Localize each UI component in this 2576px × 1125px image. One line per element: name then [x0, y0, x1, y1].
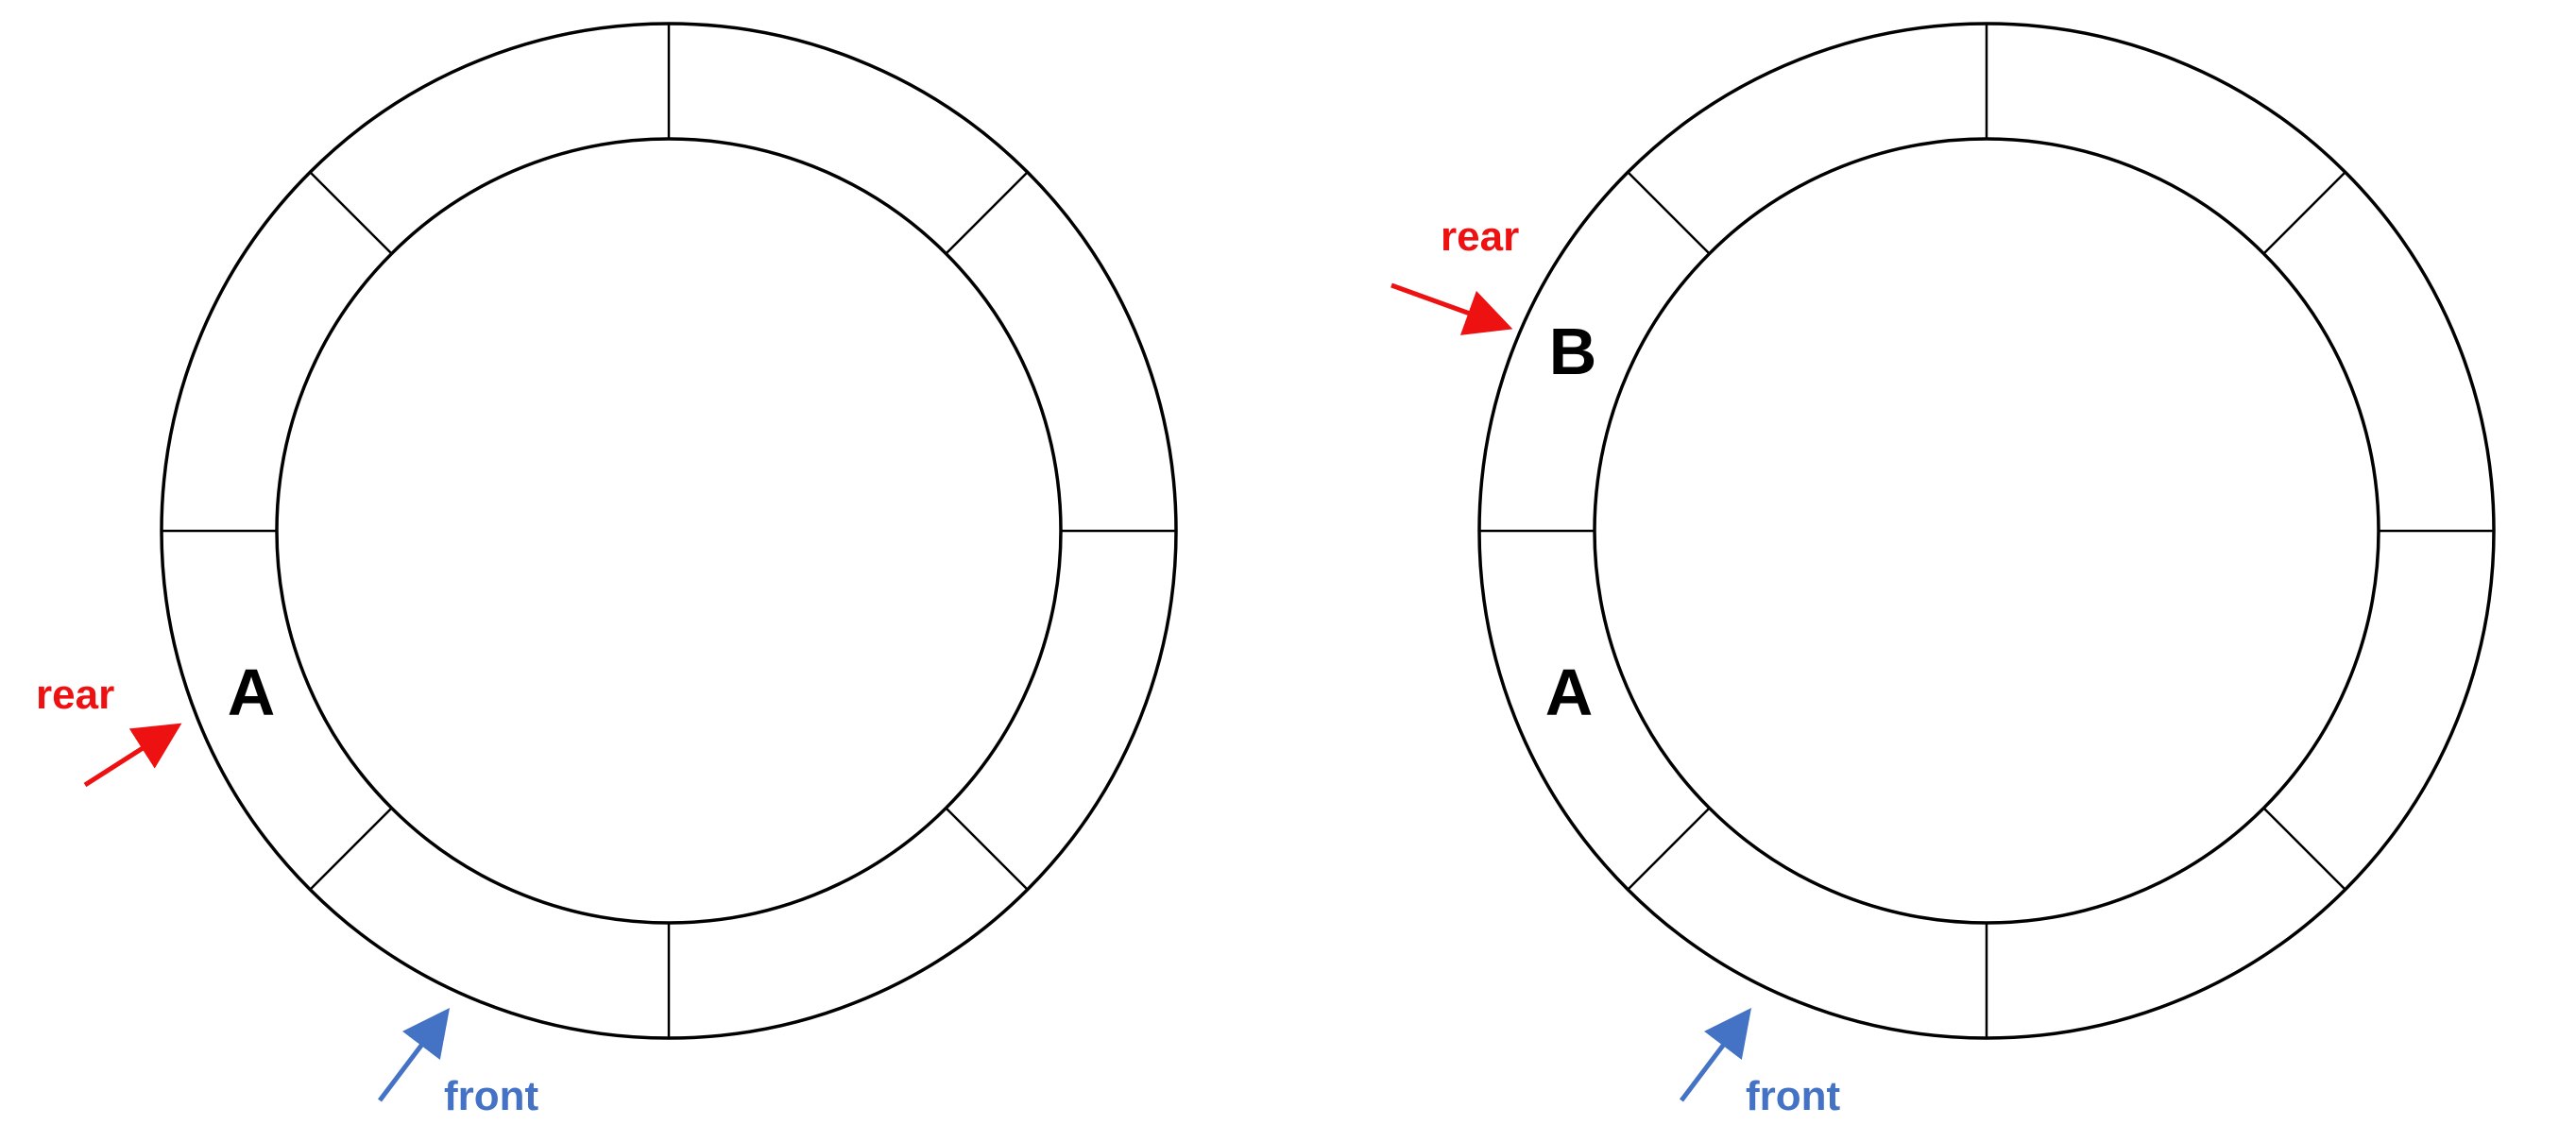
queue-2-slot-2: A [1545, 656, 1594, 729]
queue-1-rear-arrow [83, 723, 182, 788]
queue-1-divider-3 [309, 807, 393, 891]
queue-2-divider-7 [2262, 171, 2346, 255]
queue-2-divider-5 [1627, 171, 1711, 255]
queue-2-divider-3 [1627, 807, 1711, 891]
queue-2-slot-1: B [1549, 315, 1597, 388]
queue-2-front-label: front [1746, 1073, 1841, 1119]
queue-2-inner-ring [1593, 137, 2380, 925]
queue-1-divider-1 [945, 807, 1029, 891]
queue-1-slot-2: A [228, 656, 276, 729]
queue-2-slot-dividers [1479, 24, 2494, 1038]
circular-queue-1: A rear front [36, 22, 1178, 1119]
queue-2-divider-1 [2262, 807, 2346, 891]
queue-1-divider-7 [945, 171, 1029, 255]
queue-1-inner-ring [275, 137, 1063, 925]
circular-queue-2: B A rear front [1390, 22, 2496, 1119]
queue-2-rear-arrow [1390, 282, 1513, 335]
queue-1-slot-dividers [162, 24, 1176, 1038]
queue-2-front-arrow [1680, 1008, 1752, 1102]
queue-2-rear-label: rear [1441, 213, 1519, 260]
queue-1-front-arrow [378, 1008, 451, 1102]
queue-1-divider-5 [309, 171, 393, 255]
queue-1-rear-label: rear [36, 672, 114, 718]
queue-1-front-label: front [444, 1073, 539, 1119]
